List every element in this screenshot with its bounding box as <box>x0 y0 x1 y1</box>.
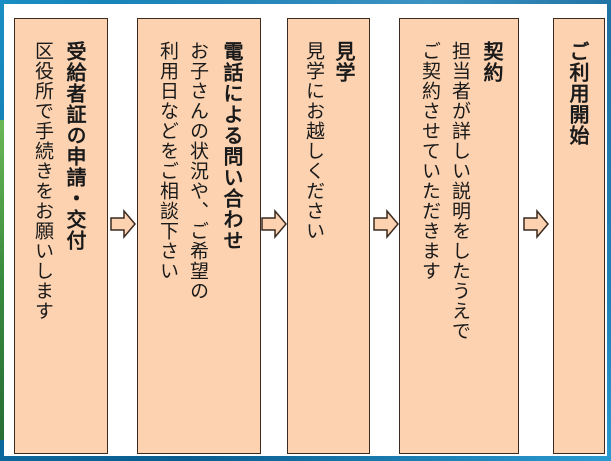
step-title-service-start: ご利用開始 <box>566 41 590 146</box>
arrow-right-icon <box>373 209 399 239</box>
step-title-contract: 契約 <box>480 41 504 83</box>
step-box-application: 受給者証の申請・交付 区役所で手続きをお願いします <box>14 18 108 454</box>
step-box-contract: 契約 担当者が詳しい説明をしたうえで ご契約させていただきます <box>399 18 519 454</box>
step-desc-contract-1: 担当者が詳しい説明をしたうえで <box>449 41 471 341</box>
step-box-phone-inquiry: 電話による問い合わせ お子さんの状況や、ご希望の 利用日などをご相談下さい <box>137 18 261 454</box>
step-desc-visit: 見学にお越しください <box>303 41 325 241</box>
step-title-phone-inquiry: 電話による問い合わせ <box>220 41 244 251</box>
step-box-service-start: ご利用開始 <box>553 18 605 454</box>
arrow-right-icon <box>110 209 136 239</box>
step-desc-contract-2: ご契約させていただきます <box>419 41 441 281</box>
step-title-visit: 見学 <box>332 41 356 83</box>
step-desc-application: 区役所で手続きをお願いします <box>32 41 54 321</box>
step-desc-phone-inquiry-1: お子さんの状況や、ご希望の <box>187 41 209 301</box>
flow-panel: 受給者証の申請・交付 区役所で手続きをお願いします 電話による問い合わせ お子さ… <box>4 4 607 456</box>
arrow-right-icon <box>261 209 287 239</box>
step-box-visit: 見学 見学にお越しください <box>287 18 370 454</box>
step-title-application: 受給者証の申請・交付 <box>63 41 87 251</box>
step-desc-phone-inquiry-2: 利用日などをご相談下さい <box>157 41 179 281</box>
arrow-right-icon <box>523 209 549 239</box>
